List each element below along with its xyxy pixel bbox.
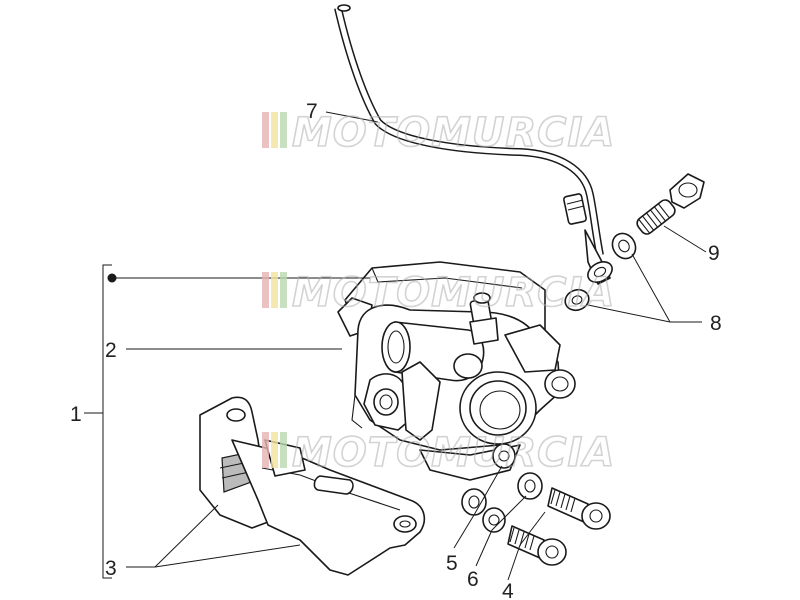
watermark-stripe — [280, 112, 287, 148]
watermark-stripe — [271, 272, 278, 308]
caliper-bolt-lower — [507, 525, 567, 566]
banjo-bolt — [636, 173, 705, 235]
watermark-stripe — [262, 112, 269, 148]
washer-6b — [517, 472, 543, 500]
watermark-stripe — [280, 432, 287, 468]
watermark-stripe — [280, 272, 287, 308]
brake-hose — [334, 4, 613, 285]
watermark-text: MOTOMURCIA — [292, 110, 615, 156]
callout-3: 3 — [105, 557, 117, 580]
watermark-bottom: MOTOMURCIA — [262, 429, 615, 477]
leader-lines — [84, 111, 707, 581]
watermark-stripe — [271, 432, 278, 468]
washer-5a — [461, 488, 487, 516]
sealing-washer-upper — [611, 232, 637, 260]
assembly-dot — [107, 273, 117, 283]
watermark-stripe — [262, 432, 269, 468]
callout-6: 6 — [467, 568, 479, 591]
washer-5b — [492, 443, 516, 469]
callout-5: 5 — [446, 552, 458, 575]
caliper-bolt-upper — [547, 487, 611, 530]
callout-4: 4 — [502, 580, 514, 600]
watermark-middle: MOTOMURCIA — [262, 269, 615, 317]
watermark-stripe — [271, 112, 278, 148]
washer-6a — [482, 507, 506, 533]
watermark-top: MOTOMURCIA — [262, 109, 615, 157]
callout-9: 9 — [708, 242, 720, 265]
callout-2: 2 — [105, 339, 117, 362]
watermark-stripe — [262, 272, 269, 308]
callout-7: 7 — [306, 100, 318, 123]
callout-1: 1 — [70, 403, 82, 426]
watermark-text: MOTOMURCIA — [292, 270, 615, 316]
sealing-washer-lower — [564, 288, 590, 312]
watermark-text: MOTOMURCIA — [292, 430, 615, 476]
callout-8: 8 — [710, 312, 722, 335]
